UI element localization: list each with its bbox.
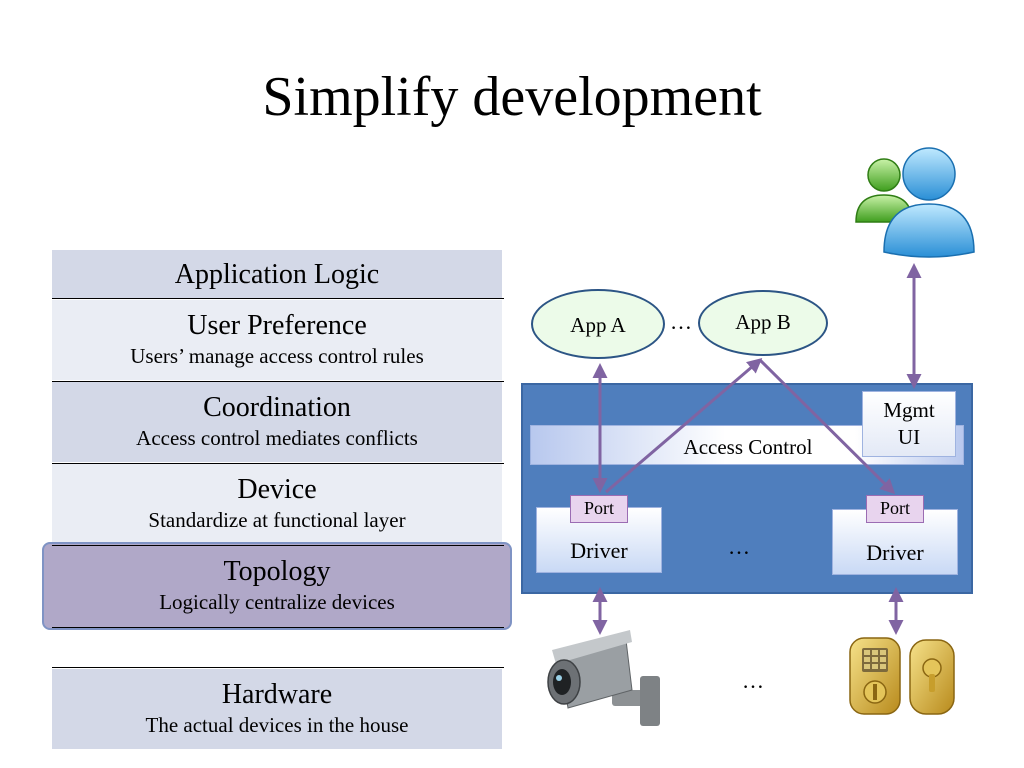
driver-box: Driver xyxy=(832,509,958,575)
security-camera-icon xyxy=(547,630,660,726)
app-b-label: App B xyxy=(735,310,791,334)
layer-description: Standardize at functional layer xyxy=(148,508,406,532)
drivers-ellipsis: … xyxy=(728,534,750,559)
access-control-label: Access Control xyxy=(683,435,813,459)
layer-device: Device Standardize at functional layer xyxy=(52,464,502,544)
port-box: Port xyxy=(866,495,924,523)
arrow-app-b-port-left xyxy=(605,358,763,494)
users-icon xyxy=(855,147,975,258)
layer-description: The actual devices in the house xyxy=(145,713,409,737)
mgmt-ui-box: Mgmt UI xyxy=(862,391,956,457)
devices-ellipsis: … xyxy=(742,668,764,693)
app-a-label: App A xyxy=(570,313,626,337)
layer-divider xyxy=(52,463,504,464)
layer-description: Users’ manage access control rules xyxy=(130,344,424,368)
layer-coordination: Coordination Access control mediates con… xyxy=(52,382,502,462)
layer-name: Hardware xyxy=(221,679,333,710)
layer-description: Access control mediates conflicts xyxy=(136,426,418,450)
door-lock-icon xyxy=(849,637,955,715)
driver-label: Driver xyxy=(866,540,924,565)
layer-topology: Topology Logically centralize devices xyxy=(52,546,502,626)
layer-divider xyxy=(52,545,504,546)
layer-name: Device xyxy=(237,474,317,505)
layer-name: User Preference xyxy=(187,310,367,341)
app-a: App A xyxy=(531,289,665,359)
layer-description: Logically centralize devices xyxy=(159,590,395,614)
driver-label: Driver xyxy=(570,538,628,563)
layer-user-preference: User Preference Users’ manage access con… xyxy=(52,300,502,380)
mgmt-ui-line-2: UI xyxy=(897,425,921,449)
arrow-app-b-port-right xyxy=(758,358,896,495)
layer-application-logic: Application Logic xyxy=(52,250,502,298)
port-label: Port xyxy=(879,498,910,518)
apps-ellipsis: … xyxy=(670,309,692,334)
layer-name: Topology xyxy=(223,556,331,587)
app-b: App B xyxy=(698,290,828,356)
port-box: Port xyxy=(570,495,628,523)
layer-divider xyxy=(52,667,504,668)
connection-arrows xyxy=(592,263,922,635)
topology-highlight xyxy=(42,542,512,630)
layer-hardware: Hardware The actual devices in the house xyxy=(52,669,502,749)
port-label: Port xyxy=(583,498,614,518)
slide-title: Simplify development xyxy=(262,66,762,128)
layer-name: Application Logic xyxy=(174,259,380,290)
layer-name: Coordination xyxy=(203,392,351,423)
layer-divider xyxy=(52,298,504,299)
layer-divider xyxy=(52,381,504,382)
layer-divider xyxy=(52,627,504,628)
mgmt-ui-line-1: Mgmt xyxy=(883,398,935,422)
